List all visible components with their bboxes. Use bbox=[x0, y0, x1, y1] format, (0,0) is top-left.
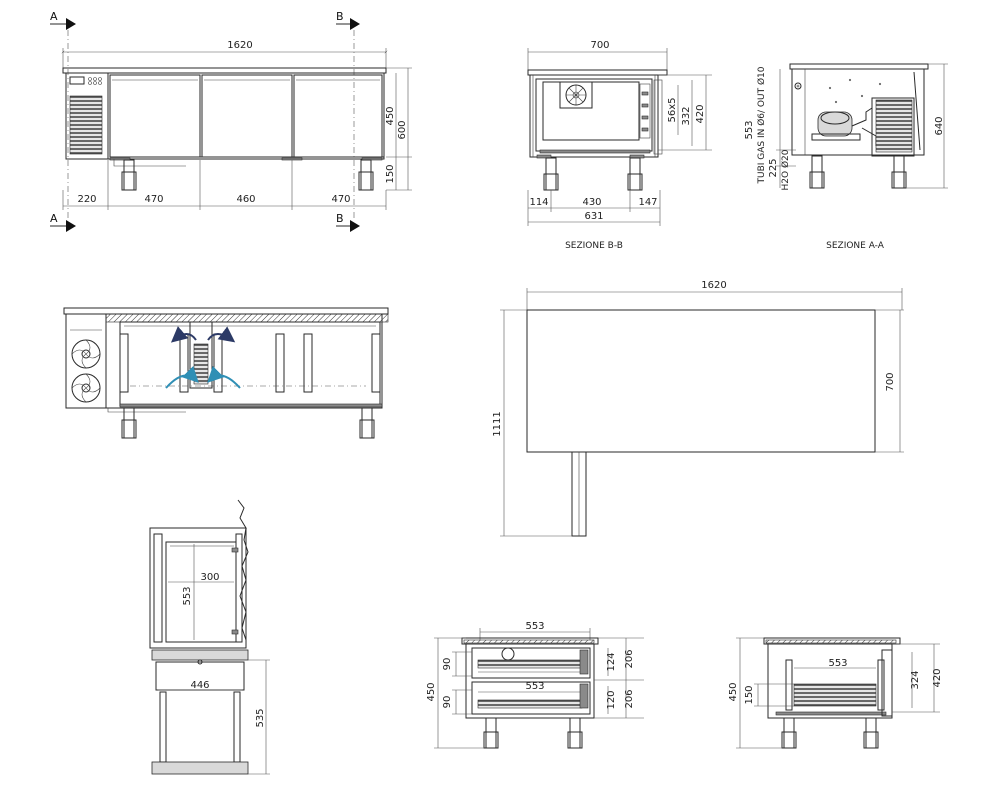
airflow-arrow-icon bbox=[165, 365, 199, 389]
airflow-arrow-icon bbox=[207, 365, 241, 389]
section-arrow-icon bbox=[66, 220, 76, 232]
drawers-top-width-dim: 553 bbox=[525, 621, 544, 632]
drawer-inner-width-dim: 300 bbox=[200, 572, 219, 583]
section-bb-view: 700 56x5 332 420 bbox=[527, 40, 712, 251]
front-height-legs-dim: 150 bbox=[385, 164, 396, 183]
drawers-left-dim-1: 90 bbox=[442, 658, 453, 671]
plan-total-height-dim: 1111 bbox=[492, 411, 503, 436]
aa-vertical-text-3: 225 bbox=[768, 158, 779, 177]
bb-bottom-dim-3: 147 bbox=[638, 197, 657, 208]
section-label-b-top: B bbox=[336, 10, 344, 23]
section-label-a-bottom: A bbox=[50, 212, 58, 225]
section-aa-view: 553 TUBI GAS IN Ø6/ OUT Ø10 225 H2O Ø20 … bbox=[744, 63, 948, 251]
bb-right-dim-3: 420 bbox=[695, 104, 706, 123]
aa-vertical-text-2: TUBI GAS IN Ø6/ OUT Ø10 bbox=[756, 66, 767, 184]
section-marker-b-bottom: B bbox=[336, 212, 360, 232]
plan-view: 1620 700 1111 bbox=[492, 280, 904, 537]
front-view: A B A B 1620 bbox=[50, 10, 412, 232]
bb-right-dim-2: 332 bbox=[681, 106, 692, 125]
front-bottom-dim-4: 470 bbox=[331, 194, 350, 205]
fan-icon bbox=[501, 647, 515, 661]
drawer-lower-width-dim: 446 bbox=[190, 680, 209, 691]
bb-bottom-dim-2: 430 bbox=[582, 197, 601, 208]
shelves-left-dim: 150 bbox=[744, 685, 755, 704]
section-marker-a-top: A bbox=[50, 10, 76, 30]
section-marker-a-bottom: A bbox=[50, 212, 76, 232]
bb-bottom-dim-1: 114 bbox=[529, 197, 548, 208]
shelves-inner-width-dim: 553 bbox=[828, 658, 847, 669]
fan-icon bbox=[71, 339, 101, 369]
plan-width-dim: 1620 bbox=[701, 280, 726, 291]
fan-icon bbox=[71, 373, 101, 403]
drawers-left-height-dim: 450 bbox=[426, 682, 437, 701]
section-label-b-bottom: B bbox=[336, 212, 344, 225]
drawer-lower-height-dim: 535 bbox=[255, 708, 266, 727]
drawer-inner-height-dim: 553 bbox=[182, 586, 193, 605]
shelves-right-dim-2: 420 bbox=[932, 668, 943, 687]
drawers-view: 553 553 450 90 90 bbox=[426, 621, 644, 749]
shelves-right-dim-1: 324 bbox=[910, 670, 921, 689]
airflow-arrow-icon bbox=[170, 326, 197, 343]
drawers-right-dim-1: 124 bbox=[606, 652, 617, 671]
drawers-inner-width-dim: 553 bbox=[525, 681, 544, 692]
section-marker-b-top: B bbox=[336, 10, 360, 30]
aa-vertical-text-4: H2O Ø20 bbox=[780, 149, 791, 190]
front-bottom-dim-1: 220 bbox=[77, 194, 96, 205]
airflow-view bbox=[63, 307, 389, 439]
drawer-detail-view: 300 553 446 535 bbox=[149, 499, 270, 775]
drawers-right-dim-4: 206 bbox=[624, 689, 635, 708]
bb-right-dim-1: 56x5 bbox=[667, 97, 678, 122]
aa-vertical-text-1: 553 bbox=[744, 120, 755, 139]
front-width-dim: 1620 bbox=[227, 40, 252, 51]
aa-height-dim: 640 bbox=[934, 116, 945, 135]
drawers-right-dim-3: 120 bbox=[606, 690, 617, 709]
section-arrow-icon bbox=[66, 18, 76, 30]
drawers-right-dim-2: 206 bbox=[624, 649, 635, 668]
front-bottom-dim-3: 460 bbox=[236, 194, 255, 205]
aa-caption: SEZIONE A-A bbox=[826, 241, 885, 251]
airflow-arrow-icon bbox=[207, 326, 236, 343]
bb-bottom-total-dim: 631 bbox=[584, 211, 603, 222]
section-arrow-icon bbox=[350, 18, 360, 30]
drawers-left-dim-2: 90 bbox=[442, 696, 453, 709]
section-label-a-top: A bbox=[50, 10, 58, 23]
plan-depth-dim: 700 bbox=[885, 372, 896, 391]
bb-caption: SEZIONE B-B bbox=[565, 241, 623, 251]
bb-top-width-dim: 700 bbox=[590, 40, 609, 51]
shelves-view: 553 450 150 324 420 bbox=[728, 637, 943, 749]
section-arrow-icon bbox=[350, 220, 360, 232]
front-height-total-dim: 600 bbox=[397, 120, 408, 139]
shelves-left-height-dim: 450 bbox=[728, 682, 739, 701]
front-height-top-dim: 450 bbox=[385, 106, 396, 125]
front-bottom-dim-2: 470 bbox=[144, 194, 163, 205]
